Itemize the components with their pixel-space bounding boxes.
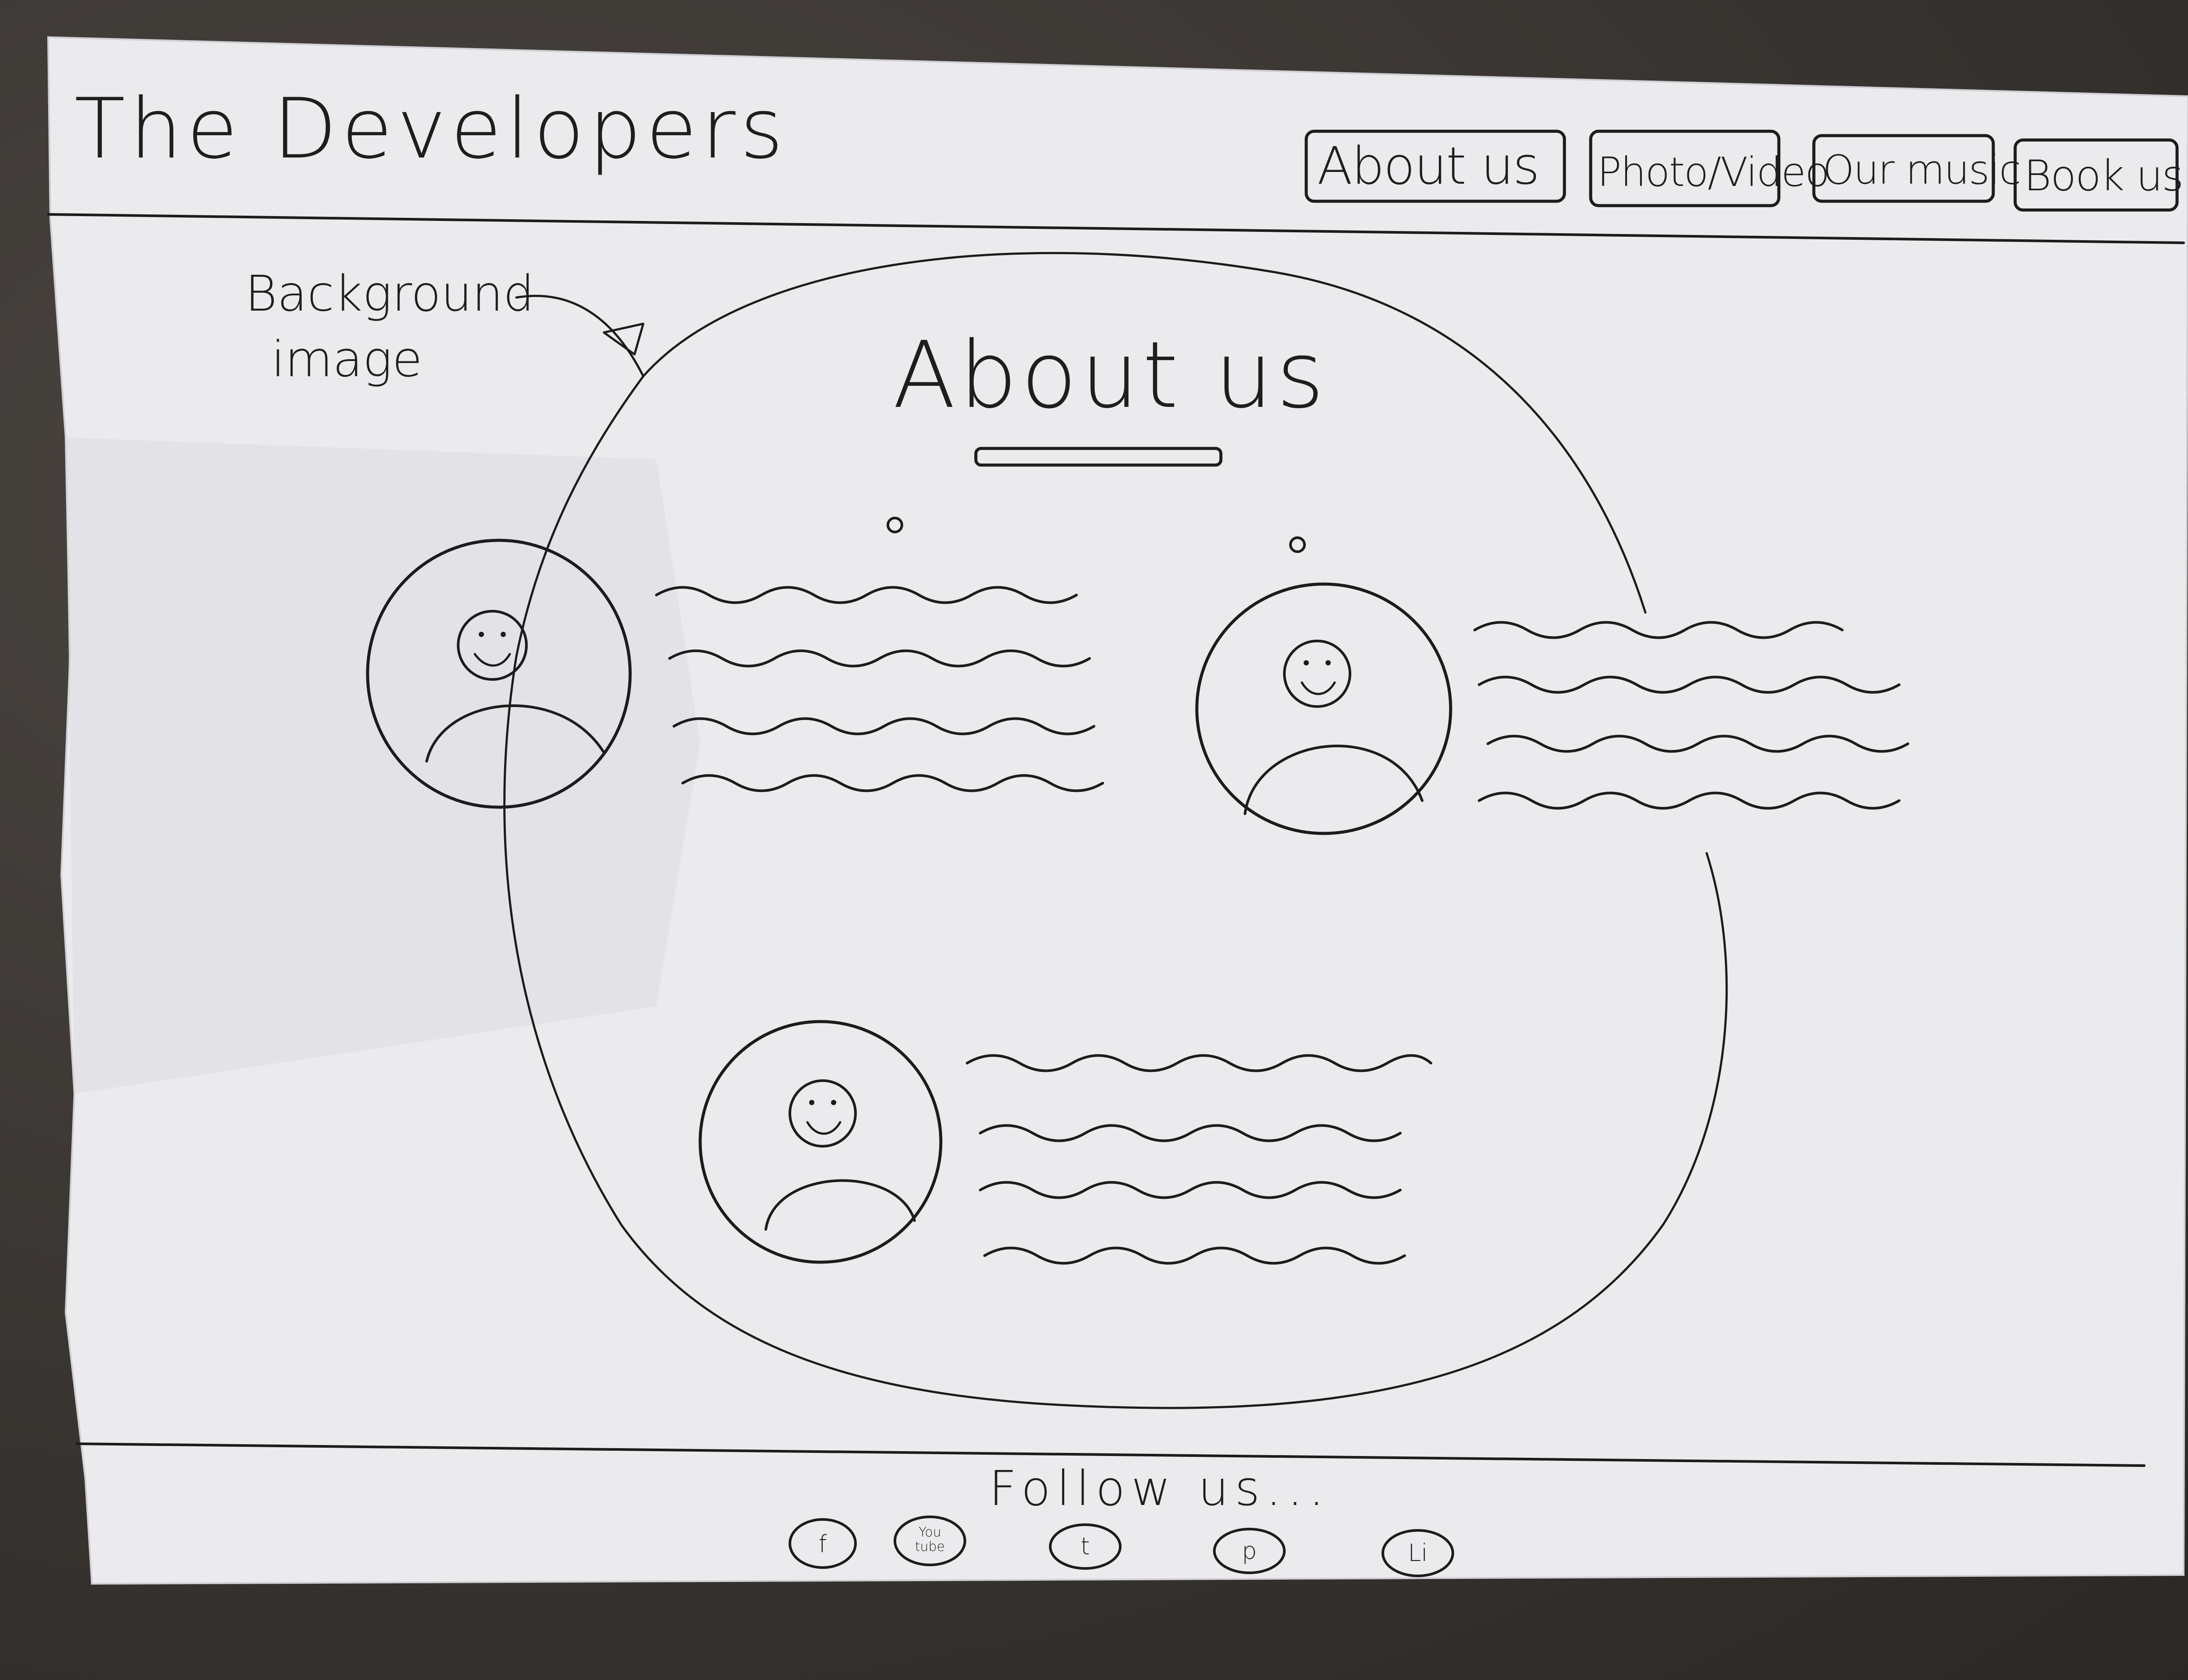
svg-text:Li: Li <box>1408 1539 1427 1567</box>
site-title: The Developers <box>74 80 788 177</box>
member-bio-text <box>1473 621 1909 810</box>
member-photo[interactable] <box>698 1020 943 1264</box>
member-photo[interactable] <box>1195 582 1452 835</box>
paper-sheet <box>47 36 2188 1585</box>
background-image-outline <box>503 252 1728 1409</box>
twitter-icon[interactable]: t <box>1049 1523 1122 1570</box>
nav-item-our-music[interactable]: Our music <box>1812 134 2021 203</box>
smiley-face-icon <box>1283 640 1351 708</box>
nav-item-photo-video[interactable]: Photo/Video <box>1589 130 1830 207</box>
nav-item-book-us[interactable]: Book us <box>2013 138 2184 212</box>
background-image-annotation: Background image <box>245 266 645 388</box>
member-card <box>366 539 1104 809</box>
member-card <box>887 517 1909 835</box>
smiley-face-icon <box>457 610 528 681</box>
about-heading: About us <box>893 322 1328 429</box>
annotation-arrow-head <box>603 322 645 356</box>
svg-text:About us: About us <box>1317 136 1539 196</box>
svg-text:p: p <box>1242 1537 1257 1564</box>
member-bio-text <box>655 586 1104 792</box>
svg-text:Our music: Our music <box>1823 147 2020 193</box>
svg-text:You: You <box>919 1525 941 1540</box>
pinterest-icon[interactable]: p <box>1213 1528 1286 1574</box>
footer: Follow us... f You tube t p Li <box>75 1442 2146 1577</box>
annotation-line-2: image <box>271 331 422 388</box>
svg-text:tube: tube <box>915 1539 945 1554</box>
bullet-marker <box>1289 536 1306 553</box>
smiley-face-icon <box>789 1079 857 1148</box>
linkedin-icon[interactable]: Li <box>1382 1529 1454 1577</box>
member-card <box>698 1020 1432 1265</box>
youtube-icon[interactable]: You tube <box>894 1516 966 1566</box>
header: The Developers About us Photo/Video Our … <box>47 80 2185 244</box>
about-section-heading: About us <box>893 322 1328 467</box>
follow-us-label: Follow us... <box>989 1460 1330 1516</box>
nav-bar: About us Photo/Video Our music Book us <box>1304 130 2184 212</box>
svg-text:Book us: Book us <box>2024 151 2183 200</box>
paper-shadow <box>66 438 700 1094</box>
svg-text:t: t <box>1080 1533 1090 1560</box>
facebook-icon[interactable]: f <box>789 1518 857 1569</box>
svg-text:f: f <box>818 1530 827 1558</box>
member-photo[interactable] <box>366 539 632 809</box>
svg-text:Photo/Video: Photo/Video <box>1597 149 1829 196</box>
nav-item-about-us[interactable]: About us <box>1304 130 1566 203</box>
annotation-line-1: Background <box>245 266 534 322</box>
member-bio-text <box>966 1054 1432 1265</box>
annotation-arrow <box>515 294 645 378</box>
heading-underline <box>974 447 1223 467</box>
bullet-marker <box>887 517 903 533</box>
